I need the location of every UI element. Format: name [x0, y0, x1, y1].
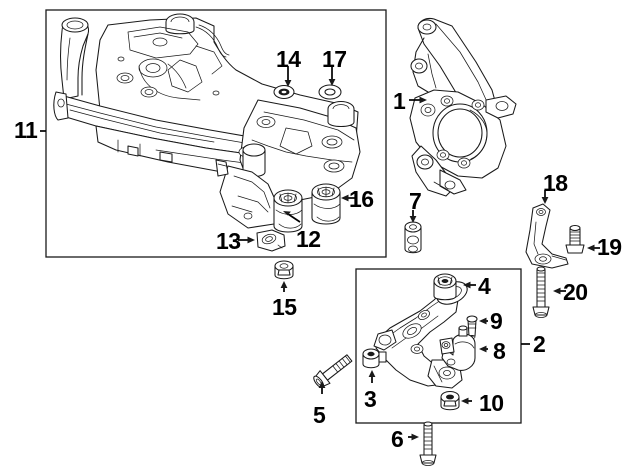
subframe-bushing-rear: [311, 183, 341, 225]
control-arm-front-bushing: [362, 348, 387, 369]
callout-line-12: [287, 213, 301, 223]
callout-arrow-17: [328, 79, 336, 86]
bracket-bolt: [565, 224, 585, 254]
callout-label-10: 10: [479, 390, 504, 416]
callout-label-7: 7: [409, 188, 422, 214]
callout-arrow-14: [284, 80, 292, 87]
subframe-nut: [274, 260, 294, 280]
callout-label-5: 5: [313, 402, 326, 428]
callout-arrow-16: [341, 194, 349, 202]
callout-label-3: 3: [364, 386, 377, 412]
callout-label-18: 18: [543, 170, 568, 196]
callout-label-20: 20: [563, 279, 588, 305]
callout-label-17: 17: [322, 46, 347, 72]
callout-label-4: 4: [478, 273, 491, 299]
callout-label-19: 19: [597, 234, 622, 260]
knuckle-bushing: [404, 221, 422, 254]
callout-label-2: 2: [533, 331, 546, 357]
callout-arrow-10: [461, 397, 469, 405]
callout-arrow-5: [318, 381, 326, 388]
callout-arrow-8: [479, 345, 487, 353]
callout-arrow-9: [479, 317, 487, 325]
callout-arrow-13: [247, 236, 255, 244]
callout-arrow-19: [587, 244, 595, 252]
callout-label-16: 16: [349, 186, 374, 212]
callout-arrow-15: [280, 281, 288, 288]
subframe-group-box: [45, 9, 387, 258]
callout-label-13: 13: [216, 228, 241, 254]
callout-arrow-4: [463, 281, 471, 289]
callout-arrow-1: [419, 96, 427, 104]
callout-label-9: 9: [490, 308, 503, 334]
flange-bolt-short: [313, 354, 353, 389]
callout-arrow-12: [283, 211, 291, 216]
subframe-bushing-front: [273, 189, 303, 233]
washer-large: [318, 84, 342, 100]
subframe-stopper-plate: [256, 229, 286, 252]
long-stud-bolt: [532, 266, 550, 318]
control-arm-rear-bushing: [433, 273, 457, 301]
washer-small: [273, 84, 295, 100]
stabilizer-bracket: [525, 203, 569, 269]
flange-bolt-long: [419, 421, 437, 466]
ball-joint-nut: [440, 390, 460, 411]
callout-label-6: 6: [391, 426, 404, 452]
ball-joint: [439, 325, 476, 371]
callout-label-14: 14: [276, 46, 301, 72]
callout-arrow-20: [553, 287, 561, 295]
callout-arrow-3: [368, 370, 376, 377]
callout-arrow-6: [411, 433, 419, 441]
front-subframe-crossmember: [53, 13, 361, 229]
callout-label-12: 12: [296, 226, 321, 252]
callout-label-11: 11: [14, 117, 38, 143]
callout-arrow-18: [541, 197, 549, 204]
callout-arrow-7: [409, 216, 417, 223]
steering-knuckle: [409, 18, 517, 197]
callout-label-1: 1: [393, 88, 406, 114]
control-arm-group-box: [355, 268, 522, 424]
callout-label-15: 15: [272, 294, 297, 320]
callout-label-8: 8: [493, 338, 506, 364]
